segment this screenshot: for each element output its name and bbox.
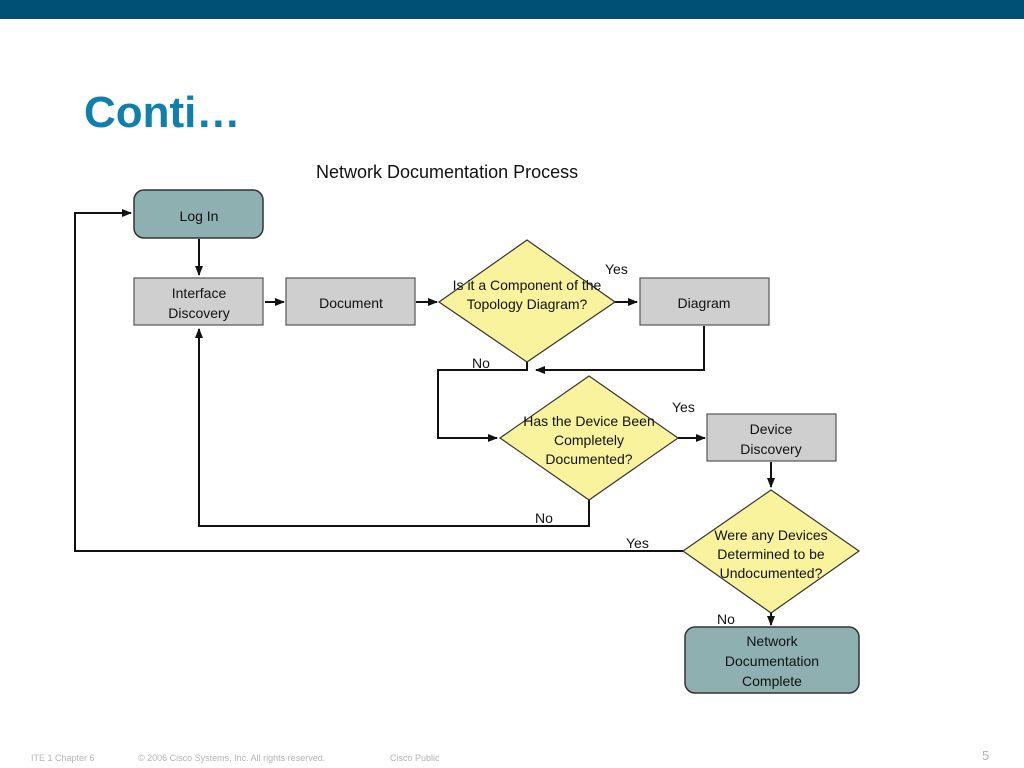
- undocumented-decision-label-3: Undocumented?: [720, 565, 823, 581]
- page-number: 5: [982, 748, 990, 763]
- document-label: Document: [319, 295, 383, 311]
- interface-discovery-label-1: Interface: [172, 285, 227, 301]
- documented-decision-label-1: Has the Device Been: [523, 413, 655, 429]
- edge-documented-no: [195, 328, 590, 527]
- undocumented-decision: [681, 489, 861, 614]
- complete-label-3: Complete: [742, 673, 802, 689]
- edge-undocumented-yes: [74, 209, 683, 552]
- login-terminal: [133, 189, 264, 239]
- topology-decision-label-1: Is it a Component of the: [453, 277, 602, 293]
- device-discovery-label-1: Device: [750, 421, 793, 437]
- topology-no-label: No: [472, 355, 490, 371]
- documented-decision-label-2: Completely: [554, 432, 624, 448]
- slide-title: Conti…: [84, 88, 241, 137]
- interface-discovery-box: [133, 277, 264, 326]
- edge-topology-no: [437, 362, 528, 442]
- login-label: Log In: [180, 208, 219, 224]
- complete-label-1: Network: [746, 633, 798, 649]
- undocumented-decision-label-1: Were any Devices: [714, 527, 827, 543]
- edge-diagram-merge: [535, 326, 705, 374]
- undocumented-no-label: No: [717, 611, 735, 627]
- topology-decision: [437, 239, 617, 363]
- documented-no-label: No: [535, 510, 553, 526]
- device-discovery-label-2: Discovery: [740, 441, 801, 457]
- topology-yes-label: Yes: [605, 261, 628, 277]
- footer-copyright: © 2006 Cisco Systems, Inc. All rights re…: [138, 753, 326, 763]
- footer-classification: Cisco Public: [390, 753, 440, 763]
- diagram-box: [639, 277, 770, 326]
- documented-yes-label: Yes: [672, 399, 695, 415]
- interface-discovery-label-2: Discovery: [168, 305, 229, 321]
- undocumented-decision-label-2: Determined to be: [717, 546, 825, 562]
- complete-terminal: [684, 626, 860, 694]
- top-banner: [0, 0, 1024, 19]
- device-discovery-box: [706, 413, 837, 462]
- documented-decision: [498, 375, 680, 501]
- undocumented-yes-label: Yes: [626, 535, 649, 551]
- complete-label-2: Documentation: [725, 653, 819, 669]
- diagram-label: Diagram: [678, 295, 731, 311]
- documented-decision-label-3: Documented?: [545, 451, 632, 467]
- topology-decision-label-2: Topology Diagram?: [467, 296, 588, 312]
- footer-course: ITE 1 Chapter 6: [31, 753, 95, 763]
- document-box: [285, 277, 416, 326]
- diagram-title: Network Documentation Process: [316, 162, 579, 182]
